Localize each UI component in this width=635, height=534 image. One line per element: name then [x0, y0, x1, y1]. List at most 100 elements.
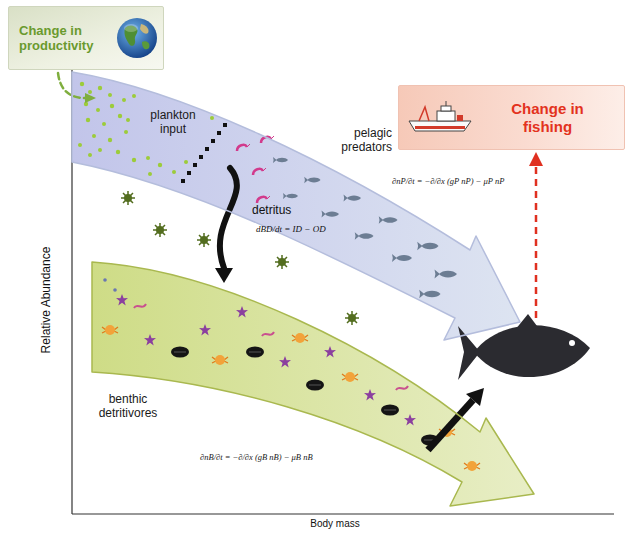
art-part	[86, 118, 90, 122]
band-label: pelagic predators	[330, 126, 392, 154]
art-part	[124, 24, 138, 32]
art-part	[569, 340, 575, 346]
art-part	[142, 41, 149, 49]
zooplankton	[237, 136, 274, 203]
art-part	[92, 134, 96, 138]
art-part	[110, 104, 114, 108]
art-part	[172, 170, 176, 174]
band-label: benthic detritivores	[92, 392, 164, 420]
art-part	[88, 90, 92, 94]
arrow-head	[85, 93, 96, 103]
art-part	[187, 171, 191, 175]
art-part	[306, 380, 324, 391]
art-part	[223, 123, 227, 127]
art-part	[181, 179, 185, 183]
art-part	[446, 101, 447, 106]
band-outline	[72, 72, 520, 340]
art-part	[72, 513, 614, 514]
art-part	[396, 386, 408, 390]
art-part	[466, 388, 484, 406]
art-part	[392, 254, 412, 262]
detritus-particles	[121, 191, 359, 325]
driver-title: Change in fishing	[502, 100, 594, 136]
art-part	[144, 334, 156, 346]
connector-line	[220, 168, 237, 268]
art-part	[118, 114, 122, 118]
art-part	[529, 152, 543, 166]
benthic-to-predator-arrow	[428, 388, 484, 450]
top-predator-fish	[458, 314, 590, 380]
art-part	[134, 304, 146, 308]
art-part	[304, 177, 320, 184]
art-part	[96, 108, 100, 112]
art-part	[146, 156, 150, 160]
art-part	[126, 118, 130, 122]
art-part	[217, 131, 221, 135]
art-part	[345, 311, 359, 325]
driver-title: Change in productivity	[19, 23, 107, 53]
art-part	[409, 121, 471, 131]
art-part	[404, 414, 416, 426]
pelagic-band-fill	[72, 72, 520, 340]
art-part	[117, 18, 157, 58]
art-part	[122, 98, 126, 102]
arrow-head	[215, 268, 233, 283]
art-part	[124, 130, 128, 134]
benthic-band-outline	[88, 255, 536, 509]
art-part	[148, 172, 152, 176]
art-part	[355, 232, 374, 240]
art-part	[364, 389, 376, 401]
art-part	[292, 333, 308, 343]
art-part	[171, 347, 189, 358]
plankton-dots	[78, 82, 214, 176]
art-part	[441, 106, 451, 111]
art-part	[212, 355, 228, 365]
art-part	[342, 372, 358, 382]
art-part	[474, 325, 590, 377]
art-part	[108, 93, 112, 97]
pelagic-band: plankton input pelagic predators ∂nP/∂t = …	[72, 70, 527, 344]
art-part	[457, 115, 463, 121]
art-part	[379, 216, 398, 224]
art-part	[275, 255, 289, 269]
art-part	[279, 356, 291, 368]
art-part	[80, 82, 84, 86]
art-part	[283, 193, 298, 199]
art-part	[113, 288, 117, 292]
art-part	[199, 155, 203, 159]
art-part	[324, 346, 336, 358]
art-part	[273, 157, 288, 163]
art-part	[211, 139, 215, 143]
art-part	[246, 347, 264, 358]
art-part	[116, 294, 128, 306]
band-outline	[92, 262, 534, 506]
art-part	[419, 290, 440, 299]
art-part	[417, 242, 438, 251]
art-part	[153, 223, 167, 237]
art-part	[98, 148, 102, 152]
equation: ∂nP/∂t = −∂/∂x (gP nP) − μP nP	[392, 176, 504, 186]
art-part	[102, 325, 118, 335]
art-part	[103, 278, 107, 282]
band-label: plankton input	[142, 108, 204, 136]
art-part	[419, 107, 429, 121]
art-part	[184, 160, 188, 164]
globe-icon	[115, 16, 159, 60]
driver-box: Change in fishing	[398, 85, 625, 150]
equation: dBD/dt = ID − OD	[256, 224, 326, 234]
art-part	[158, 163, 162, 167]
art-part	[435, 270, 458, 279]
art-part	[464, 461, 480, 471]
driver-box: Change in productivity	[8, 6, 164, 70]
size-boundary	[181, 123, 227, 183]
benthic-animals	[102, 278, 480, 471]
art-part	[381, 405, 399, 416]
detritus-arrow	[215, 168, 237, 283]
art-part	[415, 126, 465, 129]
driver-arrow	[58, 73, 96, 103]
art-part	[199, 324, 211, 336]
art-part	[257, 196, 270, 203]
art-part	[116, 150, 120, 154]
pelagic-band-outline	[72, 70, 527, 344]
